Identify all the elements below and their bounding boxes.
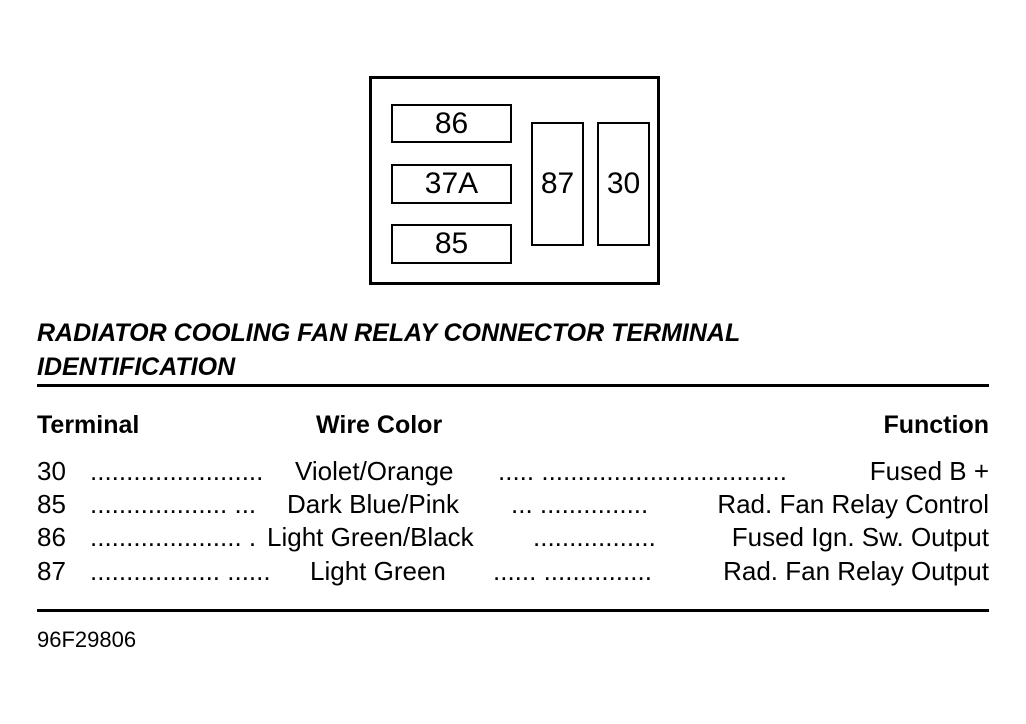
top-divider — [37, 384, 989, 387]
row-terminal: 87 — [37, 556, 66, 586]
row-function: Fused B + — [869, 456, 989, 486]
row-wire-color: Light Green/Black — [267, 522, 474, 552]
row-leader-dots: ... ............... — [511, 489, 649, 519]
header-terminal: Terminal — [37, 411, 140, 439]
terminal-85: 85 — [391, 224, 512, 264]
relay-connector-diagram: 86 37A 85 87 30 — [369, 76, 660, 285]
bottom-divider — [37, 609, 989, 612]
row-function: Fused Ign. Sw. Output — [731, 522, 989, 552]
row-function: Rad. Fan Relay Control — [717, 489, 989, 519]
table-row: 85 ................... ... Dark Blue/Pin… — [37, 488, 989, 521]
terminal-30: 30 — [597, 122, 650, 246]
terminal-86: 86 — [391, 104, 512, 143]
header-wire-color: Wire Color — [316, 411, 443, 439]
row-function: Rad. Fan Relay Output — [723, 556, 989, 586]
row-leader-dots: ................. — [533, 522, 656, 552]
row-leader-dots: ..................... . — [90, 522, 257, 552]
table-row: 87 .................. ...... Light Green… — [37, 555, 989, 588]
figure-title: RADIATOR COOLING FAN RELAY CONNECTOR TER… — [37, 316, 937, 384]
terminal-37a: 37A — [391, 164, 512, 204]
table-row: 86 ..................... . Light Green/B… — [37, 521, 989, 554]
row-leader-dots: .................. ...... — [90, 556, 271, 586]
row-leader-dots: ..... .................................. — [498, 456, 787, 486]
row-terminal: 86 — [37, 522, 66, 552]
row-leader-dots: ................... ... — [90, 489, 257, 519]
row-wire-color: Light Green — [310, 556, 446, 586]
table-row: 30 ........................ Violet/Orang… — [37, 455, 989, 488]
row-terminal: 85 — [37, 489, 66, 519]
row-leader-dots: ........................ — [90, 456, 264, 486]
terminal-87: 87 — [531, 122, 584, 246]
row-terminal: 30 — [37, 456, 66, 486]
figure-reference-code: 96F29806 — [37, 627, 137, 652]
row-wire-color: Violet/Orange — [295, 456, 454, 486]
title-line-2: IDENTIFICATION — [37, 353, 236, 381]
title-line-1: RADIATOR COOLING FAN RELAY CONNECTOR TER… — [37, 319, 741, 347]
row-wire-color: Dark Blue/Pink — [287, 489, 459, 519]
header-function: Function — [883, 411, 989, 439]
row-leader-dots: ...... ............... — [493, 556, 652, 586]
